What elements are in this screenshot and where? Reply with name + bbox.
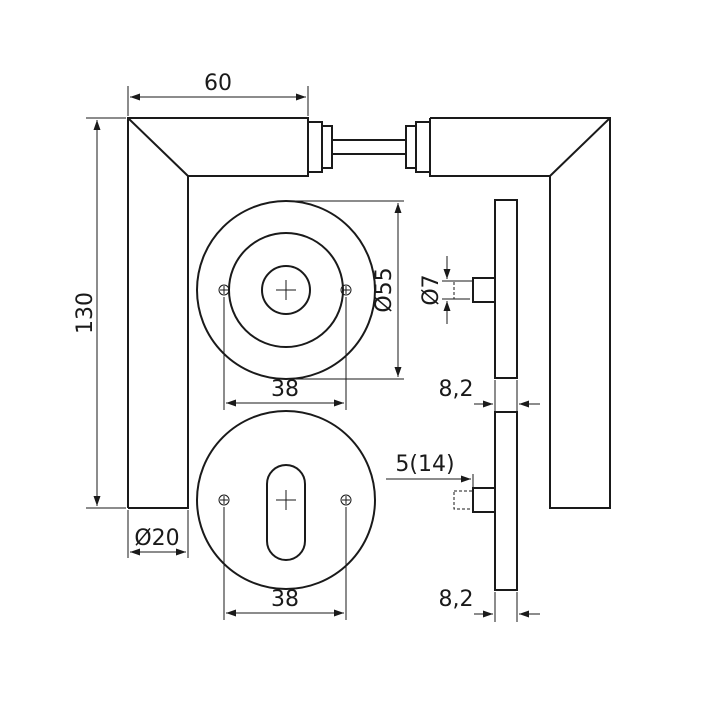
dimension-diameter-20: Ø20: [127, 510, 189, 558]
bottom-rose-front-view: [196, 410, 376, 590]
dimension-label-60: 60: [204, 71, 232, 96]
screw-hole-left: [218, 284, 230, 296]
dimension-label-38-top: 38: [271, 377, 299, 402]
dimension-label-diameter-55: Ø55: [372, 267, 397, 312]
dimension-130: 130: [73, 117, 126, 509]
dimension-label-diameter-7: Ø7: [419, 274, 444, 305]
right-lever-handle: [429, 117, 611, 509]
dimension-diameter-7: Ø7: [419, 256, 470, 324]
dimension-38-top: 38: [223, 297, 347, 410]
dimension-label-8-2-top: 8,2: [439, 377, 474, 402]
screw-hole-right: [340, 284, 352, 296]
dimension-5-14: 5(14): [386, 452, 474, 488]
dimension-38-bottom: 38: [223, 507, 347, 620]
spindle: [307, 121, 431, 173]
screw-hole-left: [218, 494, 230, 506]
dimension-8-2-bottom: 8,2: [439, 587, 540, 622]
left-lever-handle: [127, 117, 309, 509]
dimension-diameter-55: Ø55: [288, 200, 404, 380]
dimension-60: 60: [127, 71, 309, 116]
dimension-8-2-top: 8,2: [439, 377, 540, 412]
top-rose-side-view: [453, 199, 518, 379]
screw-hole-right: [340, 494, 352, 506]
dimension-label-38-bottom: 38: [271, 587, 299, 612]
dimension-label-8-2-bottom: 8,2: [439, 587, 474, 612]
dimension-label-diameter-20: Ø20: [134, 526, 179, 551]
top-rose-front-view: [196, 200, 376, 380]
dimension-label-5-14: 5(14): [395, 452, 454, 477]
bottom-rose-side-view: [453, 411, 518, 591]
dimension-label-130: 130: [73, 292, 98, 334]
